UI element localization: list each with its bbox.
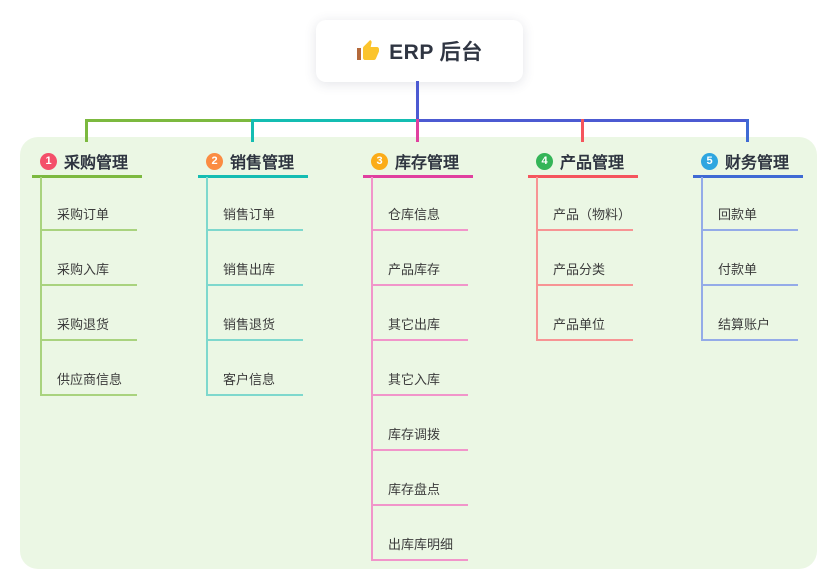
child-node[interactable]: 销售订单: [223, 207, 276, 222]
branch-underline: [363, 175, 473, 178]
child-underline: [206, 394, 303, 396]
branch-underline: [528, 175, 638, 178]
branch-elbow-line: [416, 119, 419, 142]
child-underline: [371, 504, 468, 506]
child-underline: [40, 229, 137, 231]
child-underline: [371, 229, 468, 231]
bus-segment-left: [85, 119, 252, 122]
branch-number-badge: 1: [40, 152, 57, 170]
child-node[interactable]: 库存调拨: [388, 427, 441, 442]
branch-title-label: 库存管理: [395, 155, 460, 172]
child-node[interactable]: 产品分类: [553, 262, 606, 277]
root-node[interactable]: ERP 后台: [316, 20, 523, 82]
branch-number-badge: 3: [371, 152, 388, 170]
bus-segment-middle: [252, 119, 417, 122]
branch-number-badge: 5: [701, 152, 718, 170]
child-node[interactable]: 结算账户: [718, 317, 771, 332]
child-node[interactable]: 出库库明细: [388, 537, 454, 552]
branches-panel: [20, 137, 817, 569]
branch-spine-line: [701, 177, 703, 341]
thumbs-up-icon: [356, 39, 380, 63]
child-node[interactable]: 付款单: [718, 262, 758, 277]
child-node[interactable]: 采购退货: [57, 317, 110, 332]
branch-title-label: 销售管理: [230, 155, 295, 172]
child-underline: [40, 339, 137, 341]
child-underline: [536, 339, 633, 341]
branch-elbow-line: [746, 119, 749, 142]
branch-elbow-line: [251, 119, 254, 142]
child-node[interactable]: 销售出库: [223, 262, 276, 277]
child-underline: [206, 339, 303, 341]
child-underline: [371, 449, 468, 451]
child-underline: [371, 284, 468, 286]
branch-spine-line: [371, 177, 373, 561]
branch-underline: [198, 175, 308, 178]
child-node[interactable]: 采购入库: [57, 262, 110, 277]
child-node[interactable]: 客户信息: [223, 372, 276, 387]
child-node[interactable]: 产品（物料）: [553, 207, 632, 222]
branch-spine-line: [40, 177, 42, 396]
child-underline: [536, 284, 633, 286]
root-connector-line: [416, 81, 419, 120]
child-node[interactable]: 库存盘点: [388, 482, 441, 497]
child-node[interactable]: 其它入库: [388, 372, 441, 387]
branch-title-label: 财务管理: [725, 155, 790, 172]
child-node[interactable]: 仓库信息: [388, 207, 441, 222]
branch-node-2[interactable]: 2 销售管理: [206, 148, 294, 174]
branch-spine-line: [536, 177, 538, 341]
child-underline: [701, 339, 798, 341]
branch-underline: [693, 175, 803, 178]
branch-node-5[interactable]: 5 财务管理: [701, 148, 789, 174]
child-node[interactable]: 产品单位: [553, 317, 606, 332]
branch-title-label: 产品管理: [560, 155, 625, 172]
child-underline: [371, 339, 468, 341]
child-underline: [206, 229, 303, 231]
child-underline: [371, 559, 468, 561]
child-underline: [206, 284, 303, 286]
child-underline: [536, 229, 633, 231]
branch-number-badge: 4: [536, 152, 553, 170]
root-title: ERP 后台: [389, 41, 483, 64]
branch-node-3[interactable]: 3 库存管理: [371, 148, 459, 174]
child-underline: [701, 229, 798, 231]
child-underline: [701, 284, 798, 286]
child-node[interactable]: 回款单: [718, 207, 758, 222]
child-node[interactable]: 采购订单: [57, 207, 110, 222]
child-node[interactable]: 其它出库: [388, 317, 441, 332]
child-underline: [40, 284, 137, 286]
child-node[interactable]: 供应商信息: [57, 372, 123, 387]
branch-node-4[interactable]: 4 产品管理: [536, 148, 624, 174]
branch-title-label: 采购管理: [64, 155, 129, 172]
branch-node-1[interactable]: 1 采购管理: [40, 148, 128, 174]
branch-elbow-line: [85, 119, 88, 142]
branch-spine-line: [206, 177, 208, 396]
branch-underline: [32, 175, 142, 178]
branch-elbow-line: [581, 119, 584, 142]
child-node[interactable]: 销售退货: [223, 317, 276, 332]
branch-number-badge: 2: [206, 152, 223, 170]
child-underline: [40, 394, 137, 396]
child-node[interactable]: 产品库存: [388, 262, 441, 277]
child-underline: [371, 394, 468, 396]
